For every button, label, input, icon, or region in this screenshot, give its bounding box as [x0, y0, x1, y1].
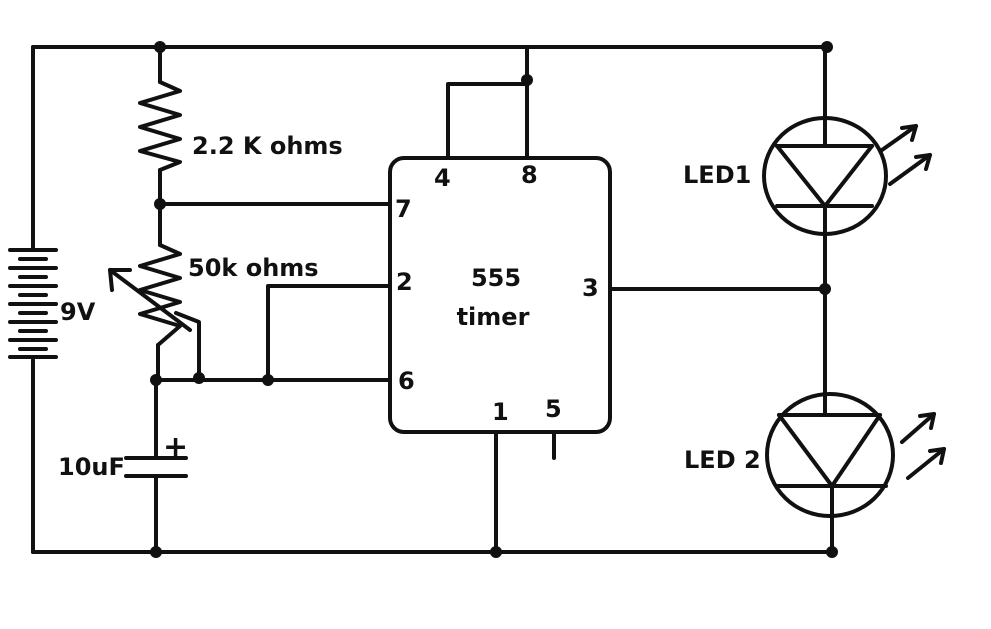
- junction-dot: [150, 546, 162, 558]
- junction-dot: [826, 546, 838, 558]
- led1-label: LED1: [683, 161, 751, 189]
- pin-label-6: 6: [398, 367, 415, 395]
- timer-555-body: [388, 156, 612, 434]
- potentiometer-50k: [108, 243, 201, 380]
- resistor-label: 2.2 K ohms: [192, 132, 343, 160]
- pin-label-8: 8: [521, 161, 538, 189]
- battery-label: 9V: [60, 298, 96, 326]
- timer-label-line2: timer: [457, 303, 530, 331]
- junction-dot: [490, 546, 502, 558]
- capacitor-label: 10uF: [58, 453, 125, 481]
- pin-label-1: 1: [492, 398, 509, 426]
- pin-label-5: 5: [545, 395, 562, 423]
- junction-dot: [154, 41, 166, 53]
- led2-symbol: [765, 392, 946, 518]
- junction-dot: [821, 41, 833, 53]
- junction-dot: [262, 374, 274, 386]
- led1-symbol: [762, 116, 932, 236]
- junction-dots: [150, 41, 838, 558]
- pin-label-4: 4: [434, 164, 451, 192]
- led2-label: LED 2: [684, 446, 761, 474]
- capacitor-polarity-mark: +: [163, 430, 188, 465]
- pin-label-3: 3: [582, 274, 599, 302]
- junction-dot: [154, 198, 166, 210]
- junction-dot: [150, 374, 162, 386]
- resistor-2-2k: [138, 80, 182, 172]
- junction-dot: [819, 283, 831, 295]
- wires: [31, 45, 835, 554]
- capacitor-symbol: [124, 456, 188, 478]
- pin-label-7: 7: [395, 195, 412, 223]
- junction-dot: [521, 74, 533, 86]
- potentiometer-label: 50k ohms: [188, 254, 319, 282]
- pin-label-2: 2: [396, 268, 413, 296]
- timer-label-line1: 555: [471, 264, 521, 292]
- battery-symbol: [8, 248, 58, 359]
